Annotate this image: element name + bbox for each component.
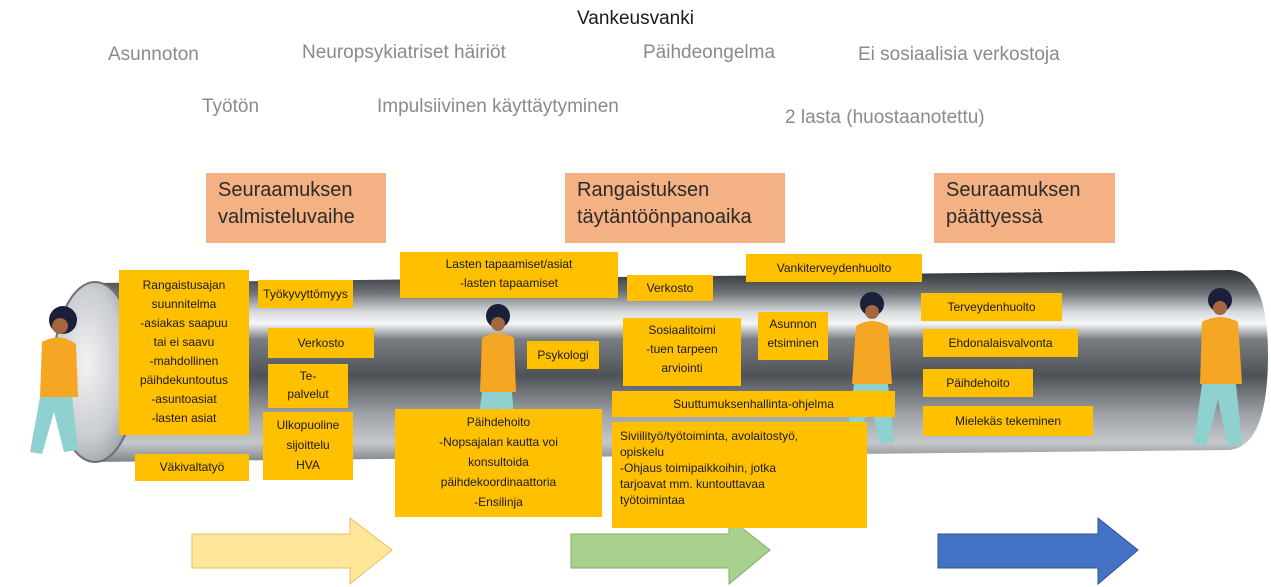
phase-label: Seuraamuksen xyxy=(218,179,353,201)
phase-arrow-2 xyxy=(570,516,771,586)
note-te-services: Te- palvelut xyxy=(268,364,348,408)
note-substance-care-2: Päihdehoito xyxy=(923,369,1033,397)
note-external-placement: Ulkopuoline sijoittelu HVA xyxy=(263,412,353,480)
note-substance-care: Päihdehoito -Nopsajalan kautta voi konsu… xyxy=(395,409,602,517)
trait-neuropsychiatric: Neuropsykiatriset häiriöt xyxy=(302,42,506,63)
phase-label: päättyessä xyxy=(946,206,1043,228)
note-children-meetings: Lasten tapaamiset/asiat -lasten tapaamis… xyxy=(400,252,618,298)
note-parole: Ehdonalaisvalvonta xyxy=(923,329,1078,357)
note-civil-work: Siviilityö/työtoiminta, avolaitostyö, op… xyxy=(612,422,867,528)
phase-box-execution: Rangaistuksen täytäntöönpanoaika xyxy=(565,173,785,243)
note-prison-health: Vankiterveydenhuolto xyxy=(746,254,922,282)
trait-substance-problem: Päihdeongelma xyxy=(643,42,776,63)
note-health-care: Terveydenhuolto xyxy=(921,293,1062,321)
note-network-2: Verkosto xyxy=(627,275,713,301)
trait-children: 2 lasta (huostaanotettu) xyxy=(785,107,985,128)
phase-label: Seuraamuksen xyxy=(946,179,1081,201)
note-violence-work: Väkivaltatyö xyxy=(135,454,249,481)
phase-label: valmisteluvaihe xyxy=(218,206,355,228)
phase-box-preparation: Seuraamuksen valmisteluvaihe xyxy=(206,173,386,243)
note-social-services: Sosiaalitoimi -tuen tarpeen arviointi xyxy=(623,318,741,386)
phase-box-ending: Seuraamuksen päättyessä xyxy=(934,173,1115,243)
trait-no-social-network: Ei sosiaalisia verkostoja xyxy=(858,44,1060,65)
walking-person-1 xyxy=(26,306,78,462)
trait-unemployed: Työtön xyxy=(202,96,260,117)
phase-label: täytäntöönpanoaika xyxy=(577,206,752,228)
note-anger-management: Suuttumuksenhallinta-ohjelma xyxy=(612,391,895,417)
note-network: Verkosto xyxy=(268,328,374,358)
note-work-incapacity: Työkyvyttömyys xyxy=(258,280,353,308)
note-sentence-plan: Rangaistusajan suunnitelma -asiakas saap… xyxy=(119,270,249,435)
note-psychologist: Psykologi xyxy=(527,341,599,369)
phase-label: Rangaistuksen xyxy=(577,179,710,201)
phase-arrow-3 xyxy=(937,516,1139,586)
phase-arrow-1 xyxy=(191,516,393,586)
trait-impulsive: Impulsiivinen käyttäytyminen xyxy=(377,96,619,117)
walking-person-4 xyxy=(1194,288,1242,446)
note-meaningful-activity: Mielekäs tekeminen xyxy=(923,406,1093,436)
trait-homeless: Asunnoton xyxy=(108,44,199,65)
diagram-title: Vankeusvanki xyxy=(577,8,694,29)
note-housing-search: Asunnon etsiminen xyxy=(758,312,828,360)
